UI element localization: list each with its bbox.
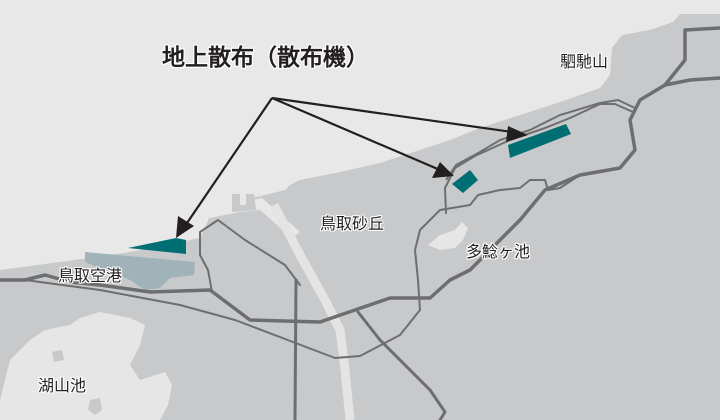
river <box>270 202 355 420</box>
label-mt-kuma: 駟馳山 <box>560 52 609 71</box>
spray-area-coast-northeast <box>508 124 571 158</box>
label-tottori-dunes: 鳥取砂丘 <box>320 214 385 233</box>
lake-koyama <box>0 312 172 420</box>
spray-area-dune-east <box>452 170 478 193</box>
coastline-road <box>445 98 636 181</box>
harbor-area <box>195 190 300 238</box>
label-pond-tako: 多鯰ヶ池 <box>466 242 531 261</box>
map-title: 地上散布（散布機） <box>162 45 369 71</box>
label-lake-koyama: 湖山池 <box>38 376 87 395</box>
pier <box>232 194 256 212</box>
spray-area-airport <box>128 238 186 254</box>
airport-area <box>85 252 195 290</box>
lake-koyama-island-2 <box>88 398 102 415</box>
arrows <box>176 96 528 238</box>
lake-koyama-island <box>52 350 64 362</box>
label-airport: 鳥取空港 <box>58 266 123 285</box>
pond-tako <box>428 222 468 250</box>
roads-major <box>0 26 720 420</box>
land-area <box>0 14 720 420</box>
